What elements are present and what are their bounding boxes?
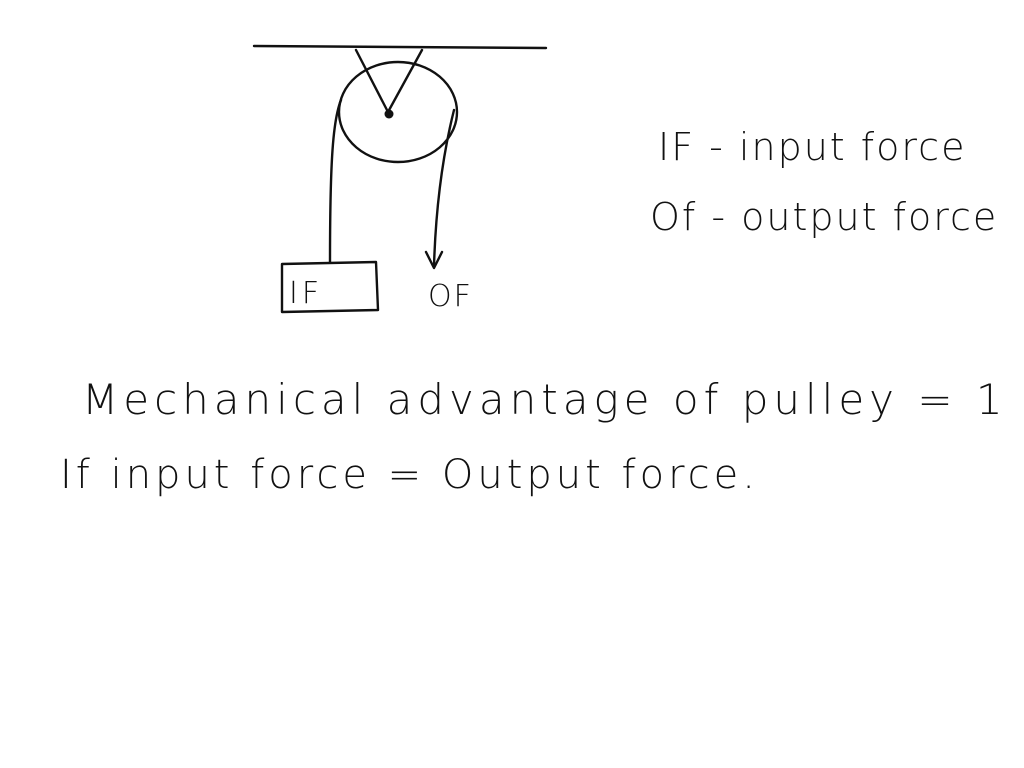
weight-box xyxy=(280,260,380,314)
ceiling-line xyxy=(252,44,548,50)
pulley-axle xyxy=(384,109,394,119)
rope-right xyxy=(432,108,456,268)
weight-box-label: IF xyxy=(289,276,323,311)
mechanical-advantage-statement: Mechanical advantage of pulley = 1 xyxy=(82,375,1008,424)
force-equality-statement: If input force = Output force. xyxy=(60,452,759,498)
output-force-arrowhead xyxy=(424,250,444,270)
legend-output-force: Of - output force xyxy=(650,195,998,239)
legend-input-force: IF - input force xyxy=(658,125,966,169)
rope-left xyxy=(328,98,343,264)
output-force-label: OF xyxy=(428,279,473,314)
pulley-wheel xyxy=(337,60,459,164)
pulley-hanger xyxy=(354,48,424,114)
